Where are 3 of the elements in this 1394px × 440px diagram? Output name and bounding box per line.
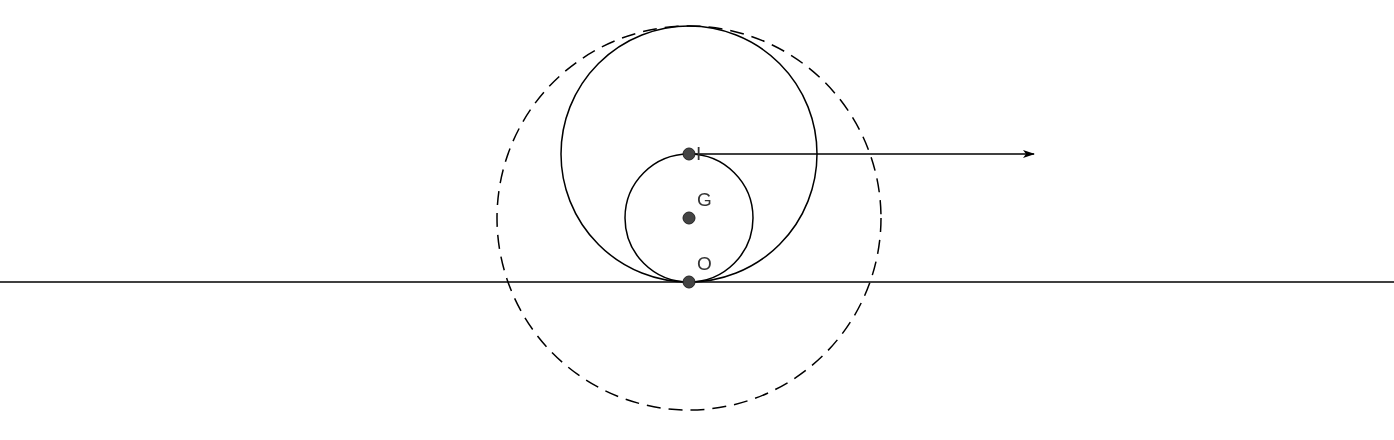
point-label: O <box>697 254 712 273</box>
point-label: G <box>697 190 712 209</box>
point-label: I <box>696 144 702 163</box>
